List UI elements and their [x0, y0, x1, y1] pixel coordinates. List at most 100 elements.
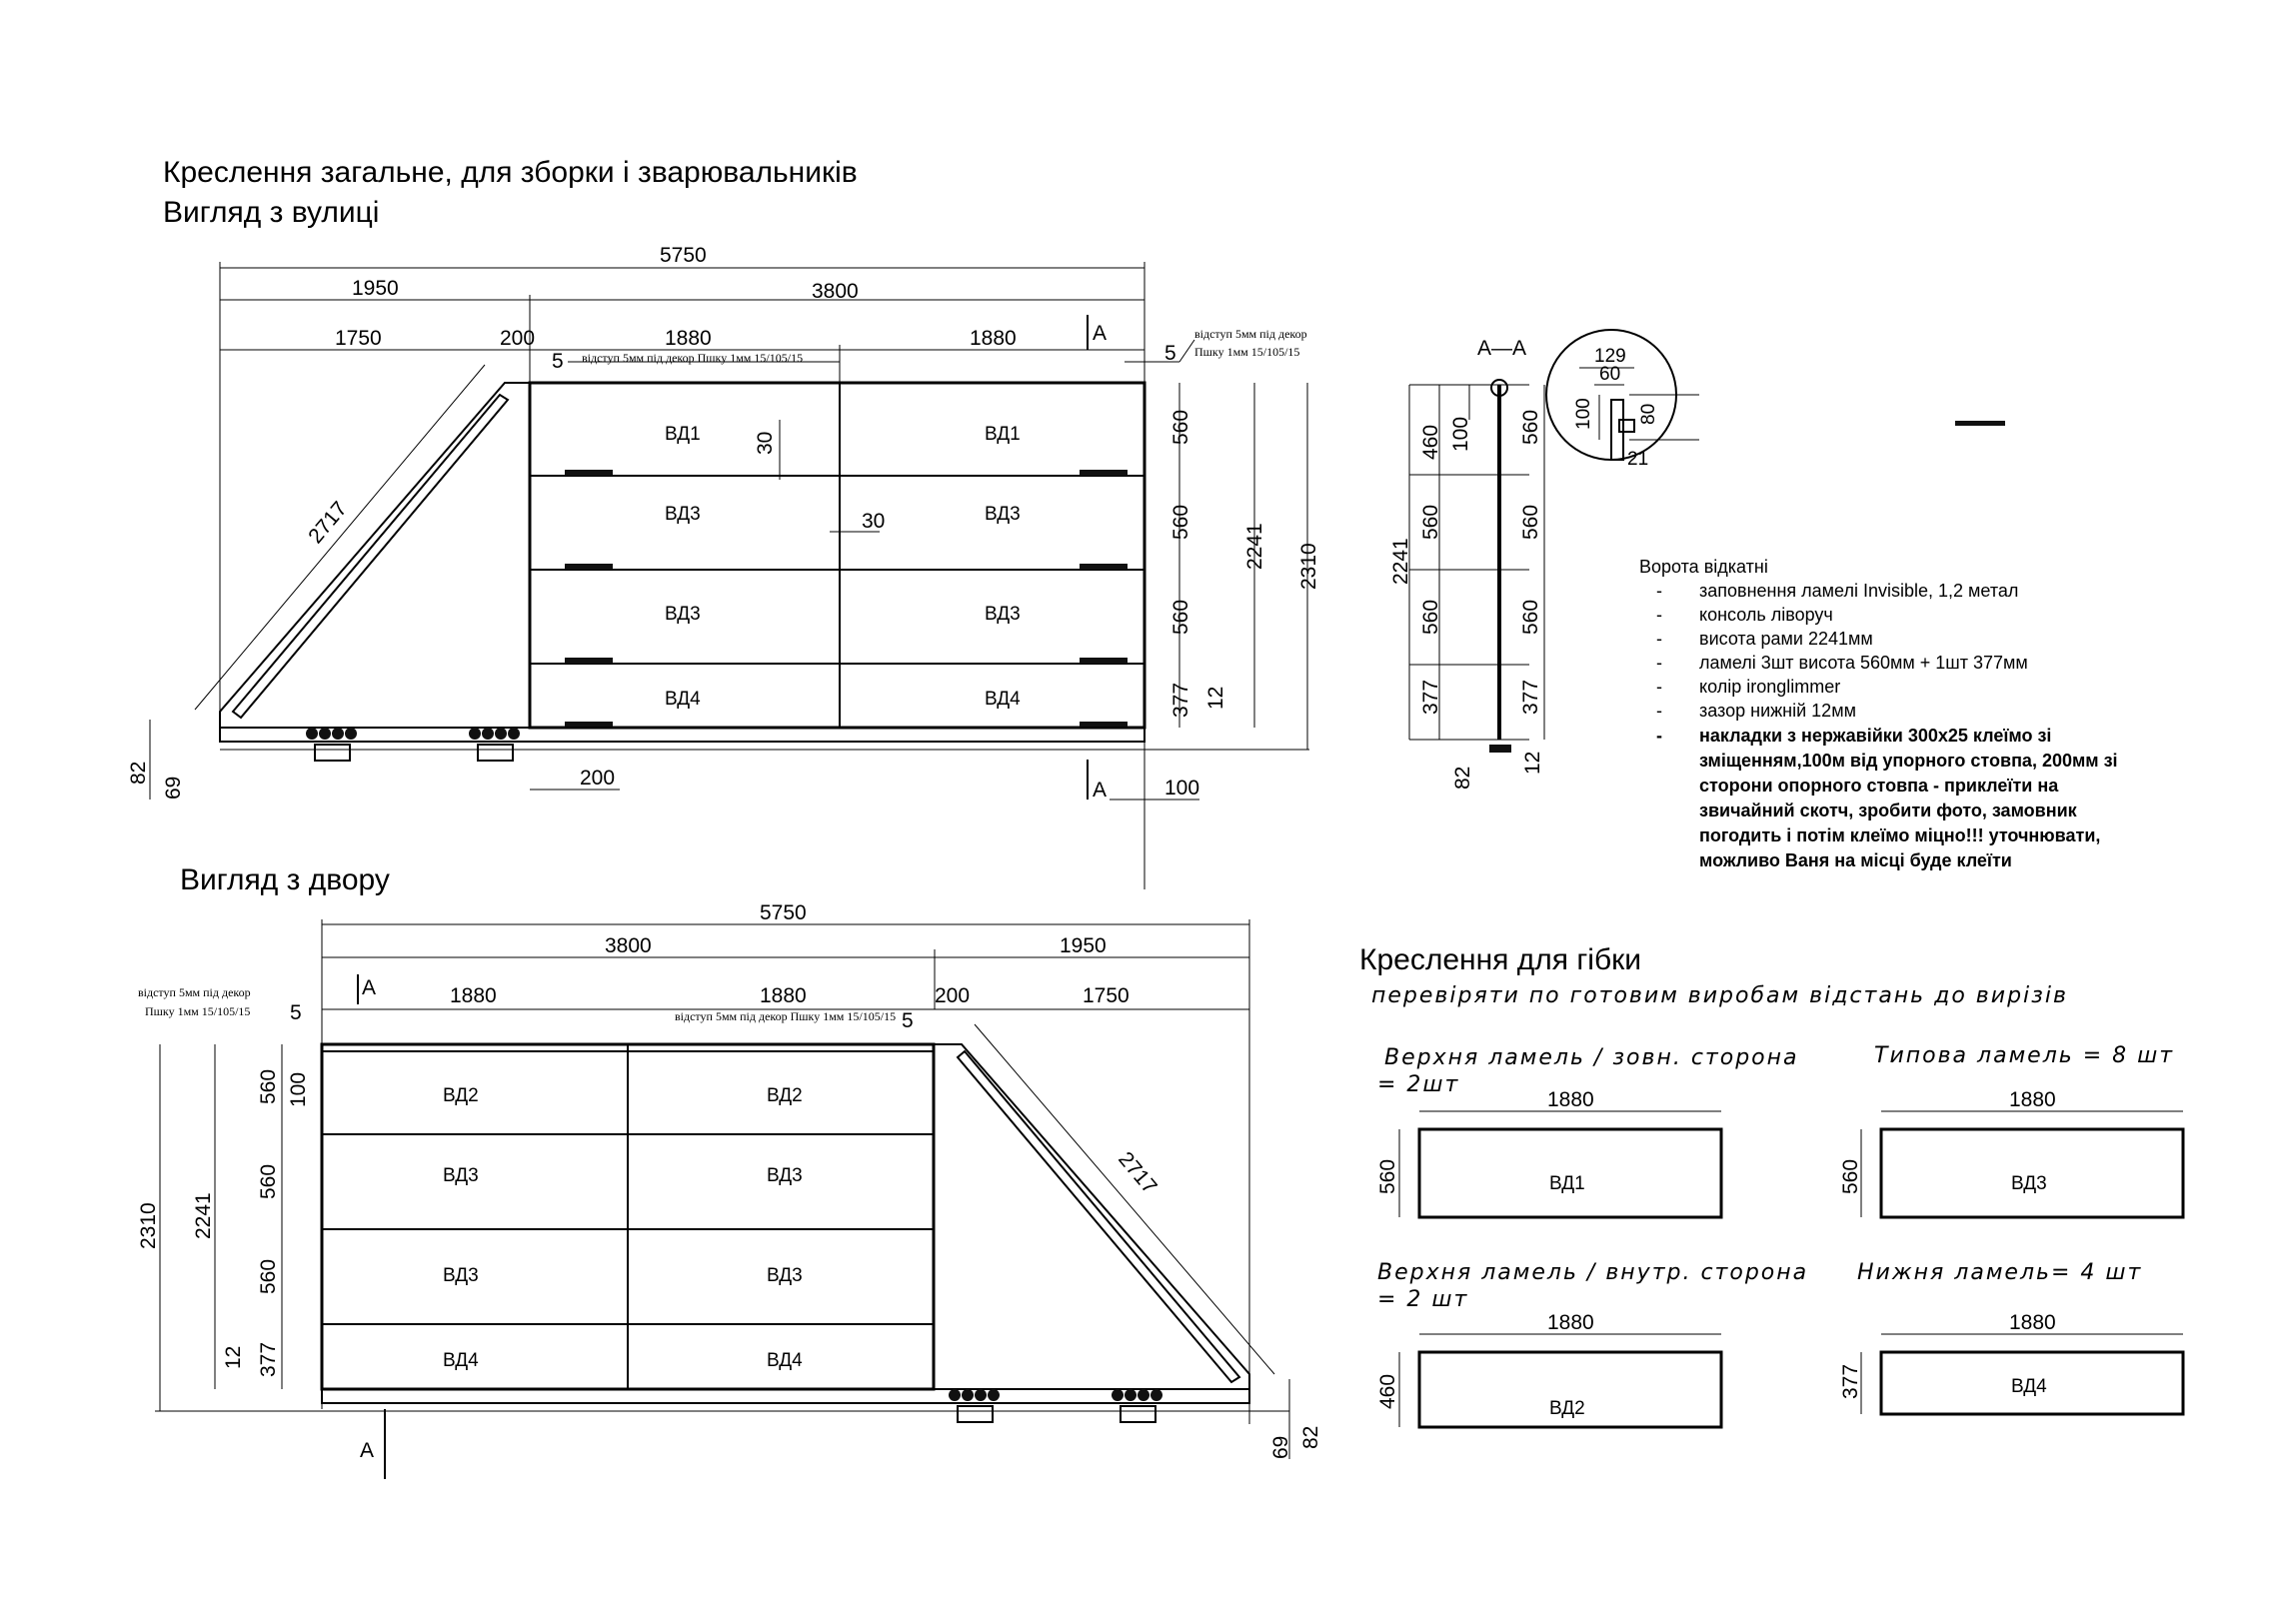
dim-1750: 1750 [335, 327, 382, 350]
dim-560-a: 560 [1169, 410, 1192, 445]
part-code: ВД4 [2011, 1376, 2047, 1397]
svg-text:-: - [1656, 677, 1662, 697]
panel-label: ВД3 [767, 1265, 803, 1286]
dim-200: 200 [500, 327, 535, 350]
dim-560-r1: 560 [1519, 410, 1542, 445]
part-code: ВД2 [1549, 1398, 1585, 1419]
overlay-strip [1080, 722, 1128, 728]
detail-80: 80 [1638, 404, 1659, 425]
panel-label: ВД1 [985, 424, 1021, 445]
panel-label: ВД3 [985, 504, 1021, 525]
dim-100: 100 [287, 1072, 310, 1107]
detail-129: 129 [1594, 346, 1626, 367]
bending-section: Креслення для гібки перевіряти по готови… [1359, 943, 2185, 1429]
console-diagonal [231, 393, 510, 720]
overlay-strip [565, 658, 613, 664]
dim-82: 82 [127, 762, 150, 785]
dim-69: 69 [1269, 1436, 1292, 1459]
dim-560-r2: 560 [1519, 505, 1542, 540]
dim-5-a: 5 [290, 1001, 302, 1024]
part-height: 377 [1839, 1364, 1862, 1399]
part-caption: Верхня ламель / внутр. сторона [1377, 1260, 1808, 1285]
note-item: ламелі 3шт висота 560мм + 1шт 377мм [1699, 653, 2028, 673]
dim-2241: 2241 [1389, 538, 1412, 585]
svg-text:-: - [1656, 726, 1662, 746]
dim-377-r: 377 [1519, 680, 1542, 715]
note-bold-line: звичайний скотч, зробити фото, замовник [1699, 801, 2078, 820]
dim-200: 200 [935, 984, 970, 1007]
part-width: 1880 [2009, 1311, 2056, 1334]
panel-label: ВД2 [443, 1085, 479, 1106]
dim-560-b: 560 [1419, 600, 1442, 635]
dim-100: 100 [1449, 417, 1472, 452]
part-width: 1880 [1547, 1088, 1594, 1111]
section-a-a: А—А 460 100 560 560 560 560 560 377 377 … [1389, 329, 1699, 790]
dim-diag: 2717 [304, 498, 352, 549]
roller-carriage [306, 728, 357, 762]
panel-label: ВД4 [985, 689, 1021, 710]
part-height: 460 [1376, 1374, 1399, 1409]
overlay-strip [1080, 658, 1128, 664]
console-frame [933, 1043, 1250, 1390]
gate-frame [528, 381, 1147, 730]
dim-560-b: 560 [257, 1164, 280, 1199]
offset-note-b1: відступ 5мм під декор [1194, 327, 1307, 341]
part-code: ВД3 [2011, 1173, 2047, 1194]
panel-label: ВД3 [665, 604, 701, 625]
part-outline [1879, 1127, 2185, 1219]
dim-5-a: 5 [552, 350, 564, 373]
note-bold-line: зміщенням,100м від упорного стовпа, 200м… [1699, 751, 2118, 771]
part-caption: Типова ламель = 8 шт [1874, 1043, 2174, 1068]
dim-left: 3800 [605, 934, 652, 957]
notes-title: Ворота відкатні [1639, 557, 1768, 577]
dim-1750: 1750 [1083, 984, 1130, 1007]
part-height: 560 [1376, 1159, 1399, 1194]
detail-60: 60 [1599, 364, 1620, 385]
overlay-strip [565, 722, 613, 728]
cut-mark-a-bottom: A [1093, 779, 1107, 802]
svg-text:-: - [1656, 605, 1662, 625]
dim-30-b: 30 [862, 510, 885, 533]
note-bold-line: накладки з нержавійки 300х25 клеїмо зі [1699, 726, 2051, 746]
dim-2241: 2241 [192, 1192, 215, 1239]
svg-text:-: - [1656, 701, 1662, 721]
overlay-strip [1080, 564, 1128, 570]
note-bold-line: погодить і потім клеїмо міцно!!! уточнюв… [1699, 825, 2100, 845]
part-outline [1879, 1350, 2185, 1416]
dim-right: 3800 [812, 280, 859, 303]
part-caption: Нижня ламель= 4 шт [1857, 1260, 2142, 1285]
dim-12: 12 [1204, 687, 1227, 710]
dim-left: 1950 [352, 277, 399, 300]
dim-1880-b: 1880 [970, 327, 1017, 350]
dim-bottom-200: 200 [580, 767, 615, 790]
note-item: висота рами 2241мм [1699, 629, 1873, 649]
dim-5-b: 5 [902, 1009, 914, 1032]
cut-mark-a-top: A [362, 976, 376, 999]
note-bold-line: сторони опорного стовпа - приклеїти на [1699, 776, 2059, 796]
cut-mark-a-bottom: A [360, 1439, 374, 1462]
part-width: 1880 [1547, 1311, 1594, 1334]
panel-label: ВД2 [767, 1085, 803, 1106]
detail-21: 21 [1627, 449, 1648, 470]
dim-bottom-100: 100 [1164, 777, 1199, 800]
bottom-rail [321, 1388, 1250, 1404]
overlay-strip [565, 470, 613, 476]
dim-69: 69 [162, 777, 185, 800]
street-view: 5750 1950 3800 1750 200 1880 1880 5 відс… [127, 244, 1320, 889]
note-item: консоль ліворуч [1699, 605, 1833, 625]
dim-1880-a: 1880 [450, 984, 497, 1007]
part-code: ВД1 [1549, 1173, 1585, 1194]
part-caption: = 2 шт [1377, 1287, 1468, 1312]
panel-label: ВД3 [443, 1165, 479, 1186]
svg-text:-: - [1656, 629, 1662, 649]
dim-560-c: 560 [1169, 600, 1192, 635]
note-item: зазор нижній 12мм [1699, 701, 1856, 721]
bottom-rail [219, 727, 1146, 743]
panel-label: ВД3 [665, 504, 701, 525]
dim-right: 1950 [1060, 934, 1107, 957]
part-width: 1880 [2009, 1088, 2056, 1111]
svg-text:-: - [1656, 581, 1662, 601]
offset-note-a2: Пшку 1мм 15/105/15 [145, 1004, 250, 1018]
dim-total: 5750 [760, 901, 807, 924]
dim-377: 377 [1419, 680, 1442, 715]
